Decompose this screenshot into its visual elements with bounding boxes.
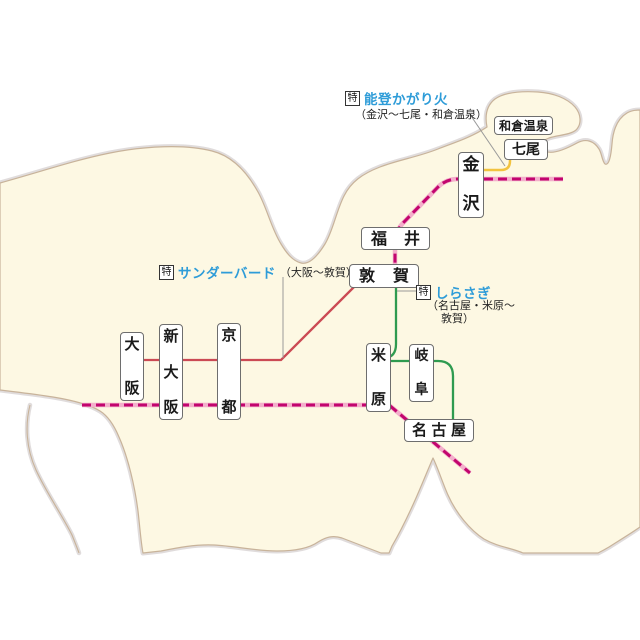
station-name-char: 敦 — [359, 266, 376, 285]
station-box-kyoto: 京都 — [217, 323, 241, 420]
bay-inner-coast-edge — [26, 404, 80, 554]
station-box-osaka: 大阪 — [120, 332, 144, 401]
shirasagi-route-line-maibara-nagoya — [389, 359, 455, 420]
shirasagi-route-text: （名古屋・米原～ 敦賀） — [427, 299, 515, 325]
noto-kagaribi-route-text: （金沢～七尾・和倉温泉） — [355, 108, 487, 121]
station-name-char: 沢 — [462, 194, 480, 214]
station-box-tsuruga: 敦賀 — [349, 264, 419, 288]
station-name-char: 新 — [163, 327, 179, 345]
noto-kagaribi-route-line — [471, 158, 512, 172]
station-box-fukui: 福井 — [361, 227, 430, 250]
station-box-wakura-onsen: 和倉温泉 — [494, 116, 553, 135]
limited-express-badge: 特 — [416, 284, 431, 300]
station-name-char: 岐 — [414, 348, 429, 364]
bay-inner-coast-band — [24, 402, 82, 556]
tokaido-shinkansen-dashed-line — [82, 403, 471, 475]
station-name-char: 福 — [371, 228, 388, 248]
shirasagi-route-text-line2: 敦賀） — [441, 312, 474, 325]
station-name-char: 大 — [163, 362, 179, 381]
station-name-char: 金 — [462, 155, 480, 175]
station-name-char: 京 — [221, 326, 237, 344]
station-name-char: 温 — [523, 118, 536, 133]
station-box-nanao: 七尾 — [504, 139, 548, 160]
leader-lines — [282, 112, 506, 358]
station-name-char: 原 — [370, 390, 386, 408]
station-name-char: 阜 — [414, 382, 429, 398]
noto-label-leader-line — [468, 112, 506, 167]
train-name-noto-kagaribi: 能登かがり火 — [364, 92, 448, 108]
station-name-char: 賀 — [392, 266, 409, 285]
station-box-gifu: 岐阜 — [409, 344, 434, 402]
station-box-shin-osaka: 新大阪 — [159, 324, 183, 420]
limited-express-badge: 特 — [345, 90, 360, 106]
station-name-char: 阪 — [124, 379, 140, 397]
station-name-char: 名 — [412, 421, 428, 439]
station-name-char: 倉 — [511, 118, 524, 133]
station-box-maibara: 米原 — [366, 343, 391, 412]
shirasagi-route-text-line1: （名古屋・米原～ — [427, 299, 515, 312]
station-name-char: 尾 — [526, 141, 540, 158]
station-name-char: 泉 — [535, 118, 548, 133]
station-box-nagoya: 名古屋 — [404, 419, 474, 442]
train-name-thunderbird: サンダーバード — [178, 266, 276, 282]
station-name-char: 屋 — [450, 421, 466, 439]
station-name-char: 大 — [124, 335, 140, 353]
station-name-char: 阪 — [163, 398, 179, 416]
noto-kagaribi-label: 特 能登かがり火 — [345, 88, 448, 108]
thunderbird-label: 特 サンダーバード （大阪～敦賀） — [159, 262, 357, 282]
station-name-char: 和 — [499, 118, 512, 133]
shirasagi-label: 特 しらさぎ — [416, 282, 491, 302]
station-box-kanazawa: 金沢 — [458, 152, 484, 218]
station-name-char: 都 — [221, 398, 237, 416]
station-name-char: 古 — [431, 421, 447, 439]
limited-express-badge: 特 — [159, 264, 174, 280]
station-name-char: 井 — [403, 228, 420, 248]
station-name-char: 米 — [370, 346, 386, 364]
train-name-shirasagi: しらさぎ — [435, 286, 491, 302]
thunderbird-route-text: （大阪～敦賀） — [279, 266, 357, 279]
station-name-char: 七 — [512, 141, 526, 158]
